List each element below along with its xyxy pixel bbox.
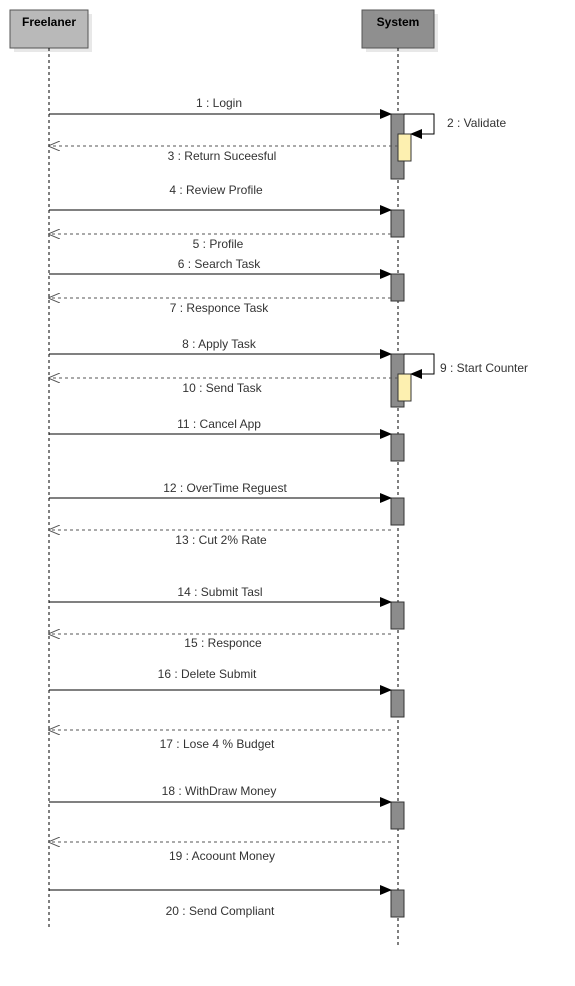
message-label: 2 : Validate xyxy=(447,116,506,130)
message-label: 18 : WithDraw Money xyxy=(162,784,277,798)
activation-bar xyxy=(390,689,405,718)
message-label: 3 : Return Suceesful xyxy=(168,149,277,163)
message-2: 2 : Validate xyxy=(404,113,506,139)
nested-activation-bar xyxy=(397,133,412,162)
activation-bar xyxy=(390,601,405,630)
message-16: 16 : Delete Submit xyxy=(49,667,392,695)
message-label: 11 : Cancel App xyxy=(177,417,261,431)
message-17: 17 : Lose 4 % Budget xyxy=(49,730,391,751)
message-label: 13 : Cut 2% Rate xyxy=(175,533,267,547)
activation-bar xyxy=(390,209,405,238)
activation-bars xyxy=(390,113,412,918)
message-7: 7 : Responce Task xyxy=(49,298,391,315)
message-6: 6 : Search Task xyxy=(49,257,392,279)
message-label: 14 : Submit Tasl xyxy=(177,585,262,599)
message-label: 15 : Responce xyxy=(184,636,262,650)
self-call-arrow xyxy=(404,353,435,379)
message-label: 17 : Lose 4 % Budget xyxy=(160,737,275,751)
message-5: 5 : Profile xyxy=(49,234,391,251)
message-label: 5 : Profile xyxy=(193,237,244,251)
activation-bar xyxy=(390,801,405,830)
message-10: 10 : Send Task xyxy=(49,378,398,395)
message-3: 3 : Return Suceesful xyxy=(49,146,398,163)
self-call-arrow xyxy=(404,113,435,139)
actor-label: Freelaner xyxy=(22,15,76,29)
message-label: 16 : Delete Submit xyxy=(158,667,257,681)
message-label: 19 : Acoount Money xyxy=(169,849,275,863)
actor-label: System xyxy=(377,15,420,29)
activation-bar xyxy=(390,497,405,526)
actor-box xyxy=(361,9,435,49)
activation-bar xyxy=(390,889,405,918)
message-13: 13 : Cut 2% Rate xyxy=(49,530,391,547)
message-18: 18 : WithDraw Money xyxy=(49,784,392,807)
message-14: 14 : Submit Tasl xyxy=(49,585,392,607)
message-12: 12 : OverTime Reguest xyxy=(49,481,392,503)
message-1: 1 : Login xyxy=(49,96,392,119)
message-4: 4 : Review Profile xyxy=(49,183,392,215)
activation-bar xyxy=(390,433,405,462)
actor-freelancer: Freelaner xyxy=(9,9,92,52)
message-8: 8 : Apply Task xyxy=(49,337,392,359)
message-20: 20 : Send Compliant xyxy=(49,885,392,918)
message-19: 19 : Acoount Money xyxy=(49,842,391,863)
message-label: 1 : Login xyxy=(196,96,242,110)
message-label: 4 : Review Profile xyxy=(169,183,263,197)
activation-bar xyxy=(390,273,405,302)
actor-box xyxy=(9,9,89,49)
message-label: 20 : Send Compliant xyxy=(166,904,275,918)
message-9: 9 : Start Counter xyxy=(404,353,528,379)
message-label: 10 : Send Task xyxy=(182,381,262,395)
message-label: 9 : Start Counter xyxy=(440,361,528,375)
actor-system: System xyxy=(361,9,438,52)
message-label: 6 : Search Task xyxy=(178,257,261,271)
message-15: 15 : Responce xyxy=(49,634,391,650)
message-label: 7 : Responce Task xyxy=(170,301,270,315)
message-label: 8 : Apply Task xyxy=(182,337,257,351)
message-label: 12 : OverTime Reguest xyxy=(163,481,287,495)
nested-activation-bar xyxy=(397,373,412,402)
message-11: 11 : Cancel App xyxy=(49,417,392,439)
